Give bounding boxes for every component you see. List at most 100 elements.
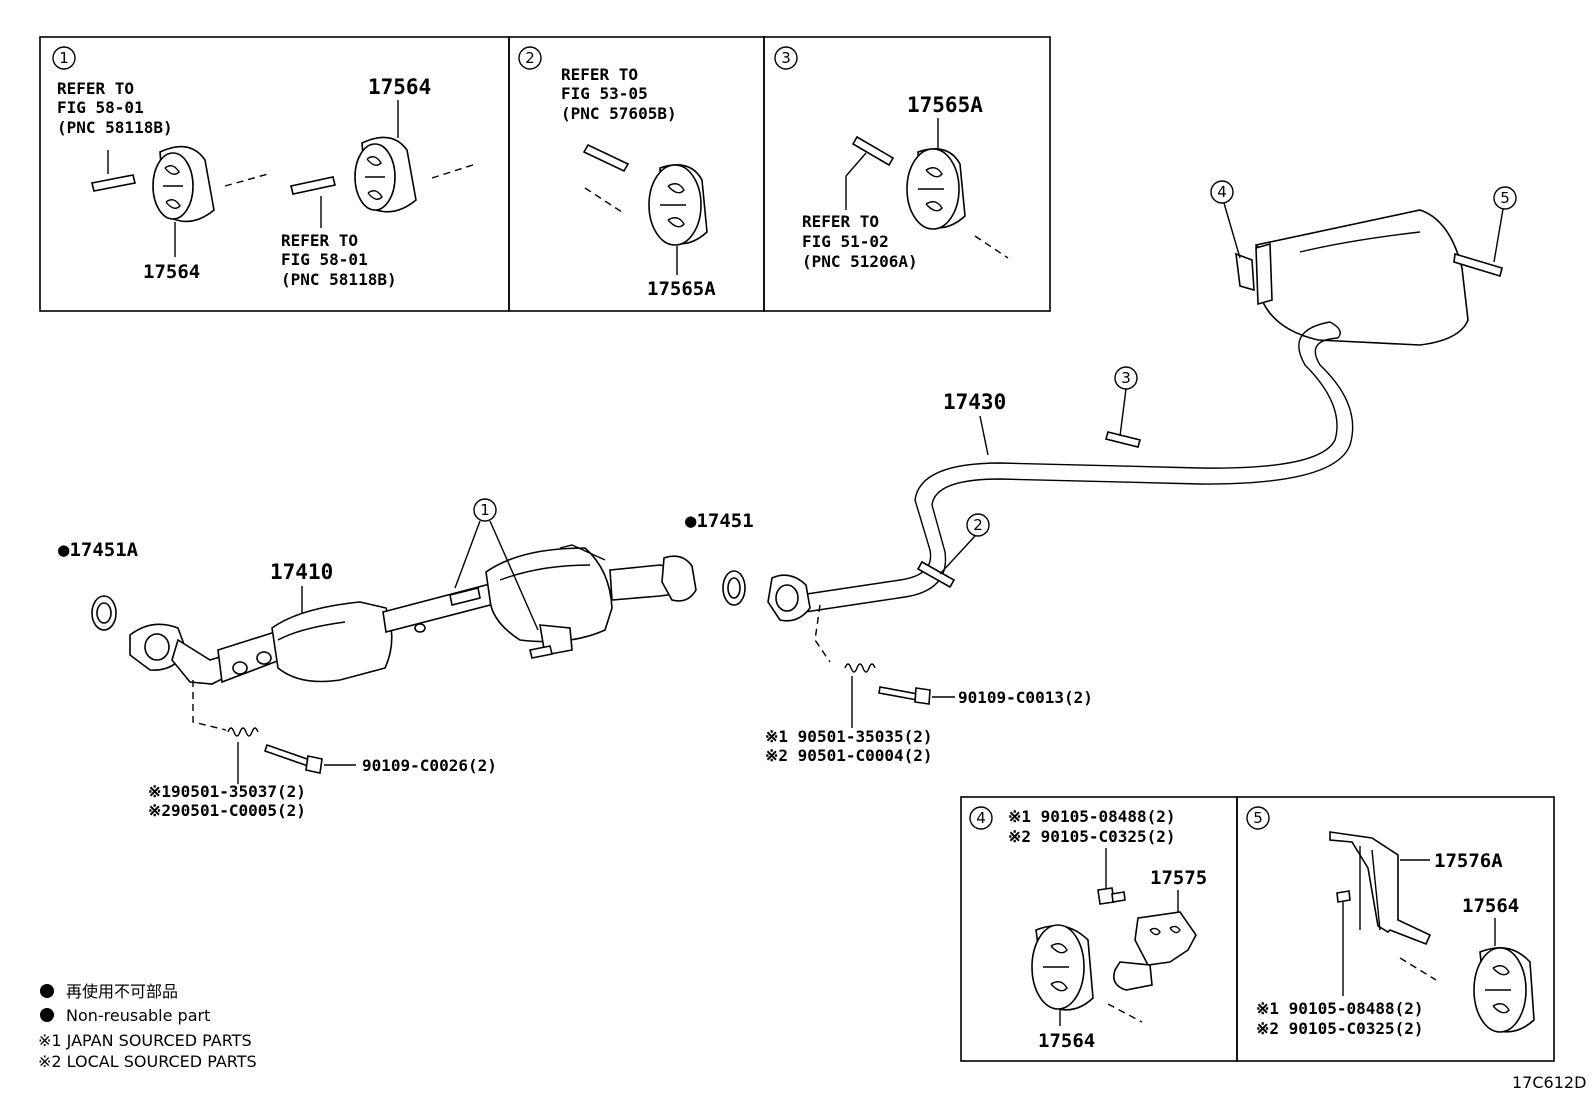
tail-pipe-hanger-rod-2	[916, 560, 956, 589]
inset-1-hanger-right	[354, 136, 417, 213]
inset-1-dash-left	[224, 173, 269, 187]
tail-pipe-pn: 17430	[943, 390, 1006, 414]
inset-1-ref-b-line2: FIG 58-01	[281, 250, 368, 269]
inset-3-ref-leader	[845, 152, 867, 210]
figure-code: 17C612D	[1512, 1073, 1586, 1092]
front-gasket-pn: ●17451A	[58, 539, 139, 561]
inset-5-bracket-pn: 17576A	[1434, 850, 1503, 872]
inset-3-rod	[851, 135, 895, 167]
inset-2-ref-line1: REFER TO	[561, 65, 638, 84]
inset-2: 2 REFER TO FIG 53-05 (PNC 57605B) 17565A	[508, 36, 765, 312]
inset-5-bolt	[1336, 890, 1351, 926]
muffler	[1235, 209, 1503, 346]
inset-1-pn-bottom: 17564	[143, 261, 200, 283]
inset-3-dash	[974, 235, 1009, 259]
inset-1-hanger-left	[152, 145, 215, 223]
tail-pipe-front-flange	[767, 574, 811, 622]
inset-1-pn-top: 17564	[368, 75, 431, 99]
callout-4-circle	[1210, 180, 1234, 204]
legend: 再使用不可部品 Non-reusable part ※1 JAPAN SOURC…	[38, 982, 257, 1071]
legend-bullet-jp	[40, 984, 54, 998]
callout-1-number: 1	[480, 501, 490, 519]
legend-japan-sourced: ※1 JAPAN SOURCED PARTS	[38, 1031, 252, 1050]
center-bolt	[878, 686, 931, 705]
inset-4: 4 ※1 90105-08488(2) ※2 90105-C0325(2) 17…	[960, 796, 1238, 1062]
inset-4-hanger-pn: 17564	[1038, 1030, 1095, 1052]
tail-pipe-hanger-rod-3	[1105, 431, 1141, 448]
legend-local-sourced: ※2 LOCAL SOURCED PARTS	[38, 1052, 257, 1071]
center-spring-pn-1: ※1 90501-35035(2)	[765, 727, 933, 746]
inset-2-ref-line3: (PNC 57605B)	[561, 104, 677, 123]
inset-5-hanger-pn: 17564	[1462, 895, 1519, 917]
front-bolt	[263, 743, 323, 774]
center-spring-pn-2: ※2 90501-C0004(2)	[765, 746, 933, 765]
inset-4-dash	[1107, 1003, 1143, 1023]
inset-4-bracket	[1113, 911, 1197, 991]
front-spring-pn-2: ※290501-C0005(2)	[148, 801, 306, 820]
inset-1: 1 REFER TO FIG 58-01 (PNC 58118B) 17564 …	[39, 36, 510, 312]
inset-4-bracket-pn: 17575	[1150, 867, 1207, 889]
inset-1-ref-a-line2: FIG 58-01	[57, 98, 144, 117]
inset-1-number: 1	[59, 49, 69, 67]
callout-4-leader	[1223, 202, 1241, 259]
callout-5-circle	[1493, 186, 1517, 210]
inset-3-frame	[763, 36, 1051, 312]
inset-5-bracket	[1329, 831, 1432, 946]
callout-4-number: 4	[1217, 183, 1227, 201]
inset-4-number: 4	[976, 809, 986, 827]
legend-non-reusable-jp: 再使用不可部品	[66, 982, 178, 1001]
callout-1-leaders	[454, 520, 539, 631]
inset-1-ref-b-line3: (PNC 58118B)	[281, 270, 397, 289]
inset-5-number: 5	[1253, 809, 1263, 827]
front-pipe-pn: 17410	[270, 560, 333, 584]
inset-3: 3 17565A REFER TO FIG 51-02 (PNC 51206A)	[763, 36, 1051, 312]
inset-2-number: 2	[525, 49, 535, 67]
legend-bullet-en	[40, 1008, 54, 1022]
inset-3-pn: 17565A	[907, 93, 983, 117]
inset-3-ref-line2: FIG 51-02	[802, 232, 889, 251]
inset-3-hanger	[906, 148, 966, 230]
inset-5-frame	[1236, 796, 1555, 1062]
center-bolt-pn: 90109-C0013(2)	[958, 688, 1093, 707]
inset-4-bolt-2: ※2 90105-C0325(2)	[1008, 827, 1176, 846]
center-spring	[844, 663, 876, 673]
inset-5: 5 17576A ※1 90105-08488(2) ※2 90105-C032…	[1236, 796, 1555, 1062]
inset-1-number-circle	[52, 46, 76, 70]
front-pipe	[129, 544, 697, 685]
callout-3-number: 3	[1121, 369, 1131, 387]
tail-pipe-assembly	[767, 209, 1503, 622]
callout-5-leader	[1493, 208, 1504, 263]
center-bolt-dash	[814, 604, 831, 663]
inset-4-number-circle	[969, 806, 993, 830]
inset-2-ref-line2: FIG 53-05	[561, 84, 648, 103]
tail-pipe-pn-leader	[979, 415, 989, 456]
inset-1-ref-b-line1: REFER TO	[281, 231, 358, 250]
inset-1-rod-right	[290, 176, 336, 195]
inset-3-ref-line1: REFER TO	[802, 212, 879, 231]
tail-pipe-muffler-joint	[1329, 321, 1341, 339]
inset-4-hanger	[1031, 924, 1094, 1011]
front-gasket	[91, 595, 117, 631]
inset-4-bolt-1: ※1 90105-08488(2)	[1008, 807, 1176, 826]
inset-3-ref-line3: (PNC 51206A)	[802, 252, 918, 271]
legend-non-reusable-en: Non-reusable part	[66, 1006, 210, 1025]
inset-3-number-circle	[774, 46, 798, 70]
callout-3-leader	[1119, 388, 1127, 437]
center-gasket	[722, 570, 746, 606]
inset-1-ref-a-line1: REFER TO	[57, 79, 134, 98]
inset-5-number-circle	[1246, 806, 1270, 830]
inset-5-hanger	[1473, 946, 1535, 1033]
center-gasket-pn: ●17451	[685, 510, 754, 532]
inset-4-bolt	[1097, 887, 1126, 905]
inset-3-number: 3	[781, 49, 791, 67]
callout-5-number: 5	[1500, 189, 1510, 207]
inset-2-dash	[584, 187, 626, 215]
inset-1-dash-right	[431, 163, 477, 179]
inset-2-pn: 17565A	[647, 278, 716, 300]
inset-5-dash	[1399, 957, 1437, 981]
callout-2-circle	[966, 513, 990, 537]
inset-2-rod	[582, 143, 630, 173]
inset-1-ref-a-line3: (PNC 58118B)	[57, 118, 173, 137]
front-bolt-dash	[192, 680, 227, 731]
